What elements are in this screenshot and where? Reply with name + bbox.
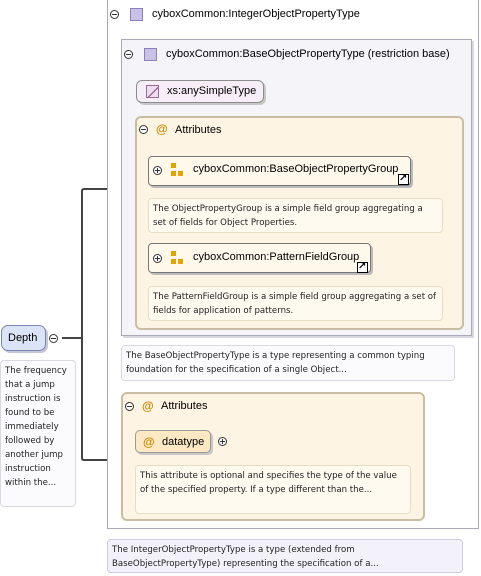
datatype-doc-text: This attribute is optional and specifies… (140, 471, 397, 495)
base-type-doc-text: The BaseObjectPropertyType is a type rep… (126, 351, 425, 375)
base-type-documentation: The BaseObjectPropertyType is a type rep… (121, 345, 455, 381)
group-expand-toggle[interactable] (153, 166, 162, 175)
complex-type-icon (144, 48, 157, 61)
datatype-attribute-box[interactable]: @ datatype (135, 430, 211, 453)
attribute-at-icon: @ (142, 399, 154, 413)
attribute-group-icon (171, 163, 183, 176)
complex-type-icon (130, 8, 143, 21)
simple-type-name: xs:anySimpleType (167, 85, 257, 97)
attributes-collapse-toggle[interactable] (139, 125, 148, 134)
attribute-at-icon: @ (143, 435, 155, 449)
base-type-collapse-toggle[interactable] (124, 50, 133, 59)
group-doc-text: The PatternFieldGroup is a simple field … (153, 292, 437, 316)
group-expand-toggle[interactable] (153, 254, 162, 263)
group-documentation: The ObjectPropertyGroup is a simple fiel… (148, 198, 443, 233)
outer-type-documentation: The IntegerObjectPropertyType is a type … (107, 539, 463, 573)
depth-label: Depth (8, 332, 38, 344)
group-doc-text: The ObjectPropertyGroup is a simple fiel… (153, 204, 423, 228)
simple-type-box[interactable]: xs:anySimpleType (136, 80, 264, 103)
external-link-icon[interactable] (398, 172, 409, 186)
depth-doc-text: The frequency that a jump instruction is… (5, 366, 67, 488)
group-documentation: The PatternFieldGroup is a simple field … (148, 286, 443, 321)
base-type-name: cyboxCommon:BaseObjectPropertyType (rest… (166, 48, 450, 60)
outer-type-name: cyboxCommon:IntegerObjectPropertyType (152, 8, 360, 20)
attribute-group-icon (171, 251, 183, 264)
outer-type-collapse-toggle[interactable] (110, 10, 119, 19)
attributes-collapse-toggle[interactable] (125, 402, 134, 411)
connector-to-base-type (62, 188, 121, 339)
depth-element[interactable]: Depth (1, 325, 46, 351)
base-object-property-group-box[interactable] (148, 156, 411, 186)
group-name: cyboxCommon:PatternFieldGroup (193, 251, 360, 263)
depth-documentation: The frequency that a jump instruction is… (0, 360, 76, 507)
connector-to-attributes (62, 337, 121, 461)
attributes-label: Attributes (175, 124, 222, 136)
external-link-icon[interactable] (357, 260, 368, 274)
datatype-name: datatype (162, 436, 205, 448)
datatype-expand-toggle[interactable] (218, 437, 227, 446)
outer-type-doc-text: The IntegerObjectPropertyType is a type … (112, 545, 379, 569)
attribute-at-icon: @ (156, 122, 168, 136)
depth-collapse-toggle[interactable] (49, 334, 58, 343)
group-name: cyboxCommon:BaseObjectPropertyGroup (193, 163, 399, 175)
simple-type-icon (146, 85, 159, 98)
attributes-label: Attributes (161, 400, 208, 412)
pattern-field-group-box[interactable] (148, 243, 371, 273)
datatype-documentation: This attribute is optional and specifies… (135, 465, 411, 514)
